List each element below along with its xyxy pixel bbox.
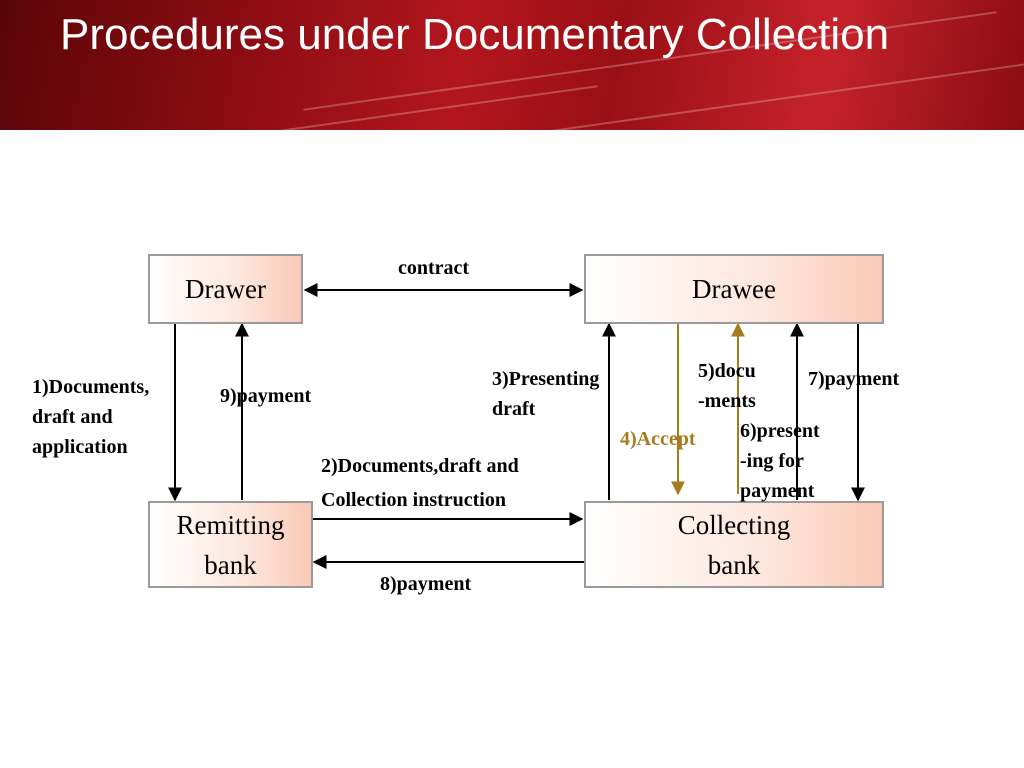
collecting-bank-box: Collecting bank — [584, 501, 884, 588]
step7-label: 7)payment — [808, 368, 900, 390]
step6-label: 6)present -ing for payment — [740, 420, 820, 502]
slide-title: Procedures under Documentary Collection — [60, 10, 890, 59]
contract-label: contract — [398, 257, 470, 279]
drawee-box: Drawee — [584, 254, 884, 324]
step5-label: 5)docu -ments — [698, 360, 756, 412]
step3-label: 3)Presenting draft — [492, 368, 600, 420]
remitting-bank-box: Remitting bank — [148, 501, 313, 588]
step8-label: 8)payment — [380, 573, 472, 595]
title-banner — [0, 0, 1024, 130]
step9-label: 9)payment — [220, 385, 312, 407]
step1-label: 1)Documents, draft and application — [32, 376, 150, 458]
step2-label: 2)Documents,draft and Collection instruc… — [321, 455, 519, 511]
drawer-box: Drawer — [148, 254, 303, 324]
step4-label: 4)Accept — [620, 428, 696, 450]
